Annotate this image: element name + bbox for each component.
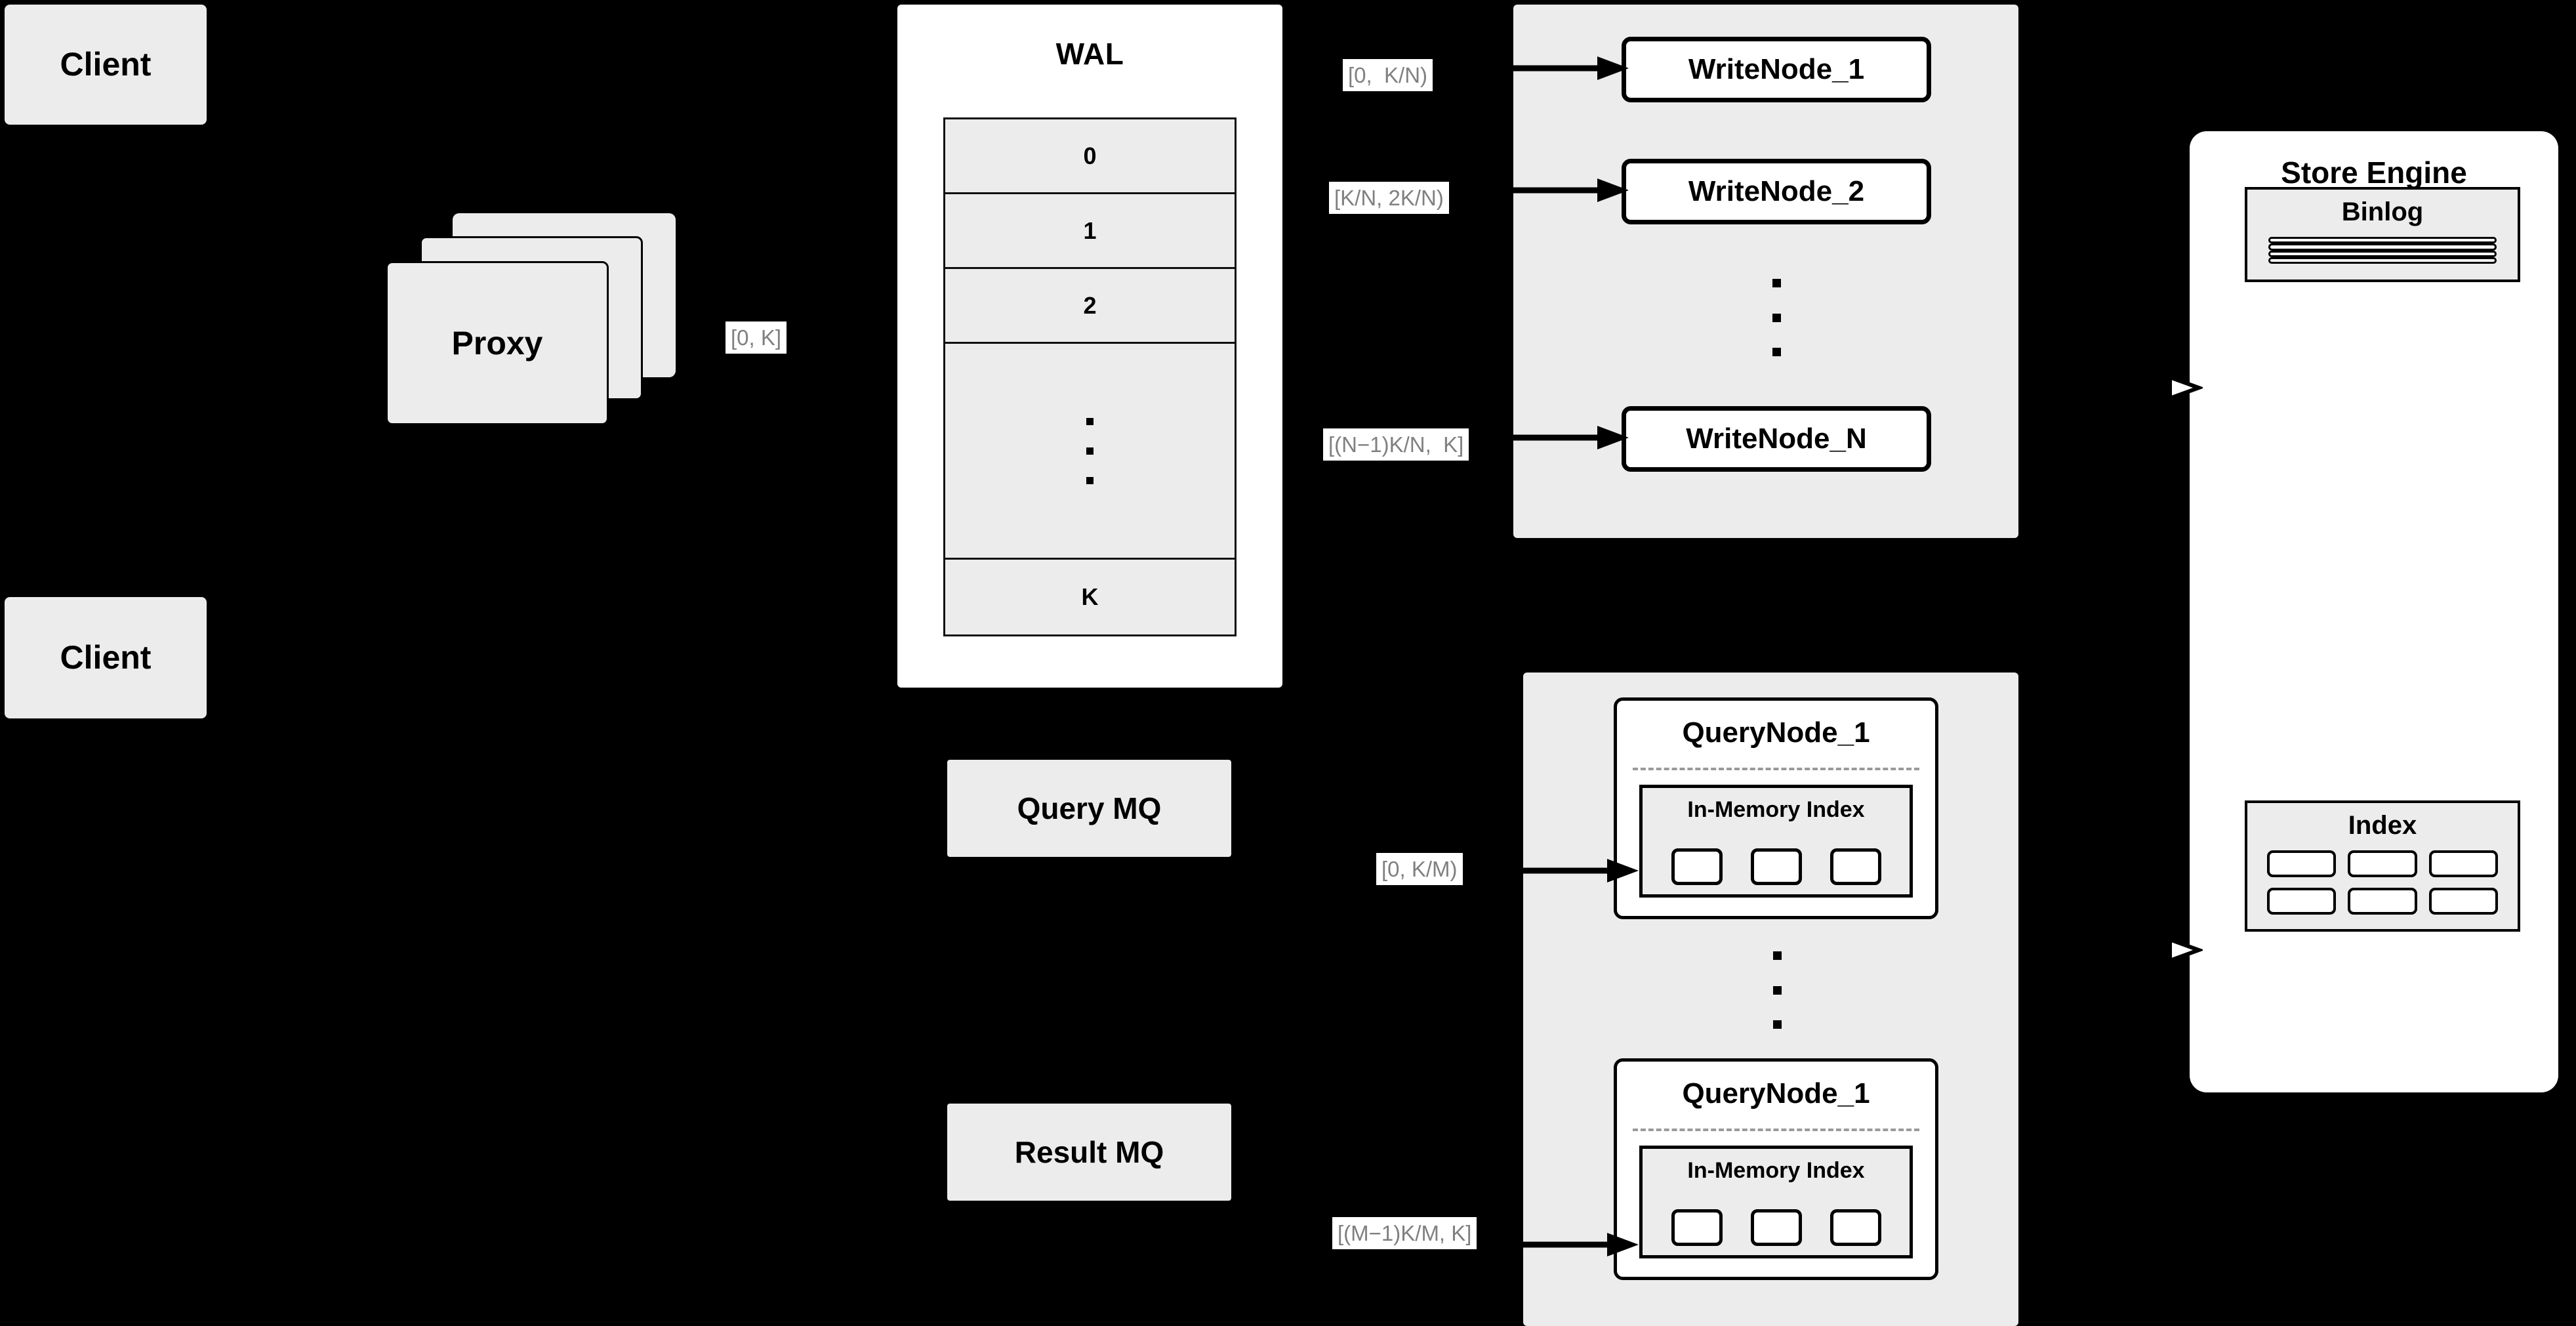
index-cell[interactable] <box>2348 850 2417 877</box>
in-memory-index-slots <box>1657 1209 1895 1246</box>
index-cells <box>2267 850 2498 915</box>
wal-row-ellipsis <box>945 344 1235 560</box>
wal-row[interactable]: 1 <box>945 194 1235 269</box>
write-range-label-2: [K/N, 2K/N) <box>1329 182 1449 215</box>
binlog-segment[interactable] <box>2268 237 2497 244</box>
store-engine-title: Store Engine <box>2281 155 2467 190</box>
binlog-segment[interactable] <box>2268 243 2497 251</box>
write-node-n[interactable]: WriteNode_N <box>1622 406 1931 472</box>
in-memory-index-box: In-Memory Index <box>1639 1146 1913 1258</box>
index-box[interactable]: Index <box>2245 800 2520 932</box>
wal-title: WAL <box>1055 37 1124 71</box>
query-nodes-ellipsis-icon <box>1771 951 1783 1029</box>
arrow-to-index <box>2137 934 2203 966</box>
wal-cell: 1 <box>1083 217 1097 244</box>
index-cell[interactable] <box>2428 850 2498 877</box>
write-node-label: WriteNode_2 <box>1688 175 1865 207</box>
client-box-2[interactable]: Client <box>5 597 207 718</box>
query-node-2[interactable]: QueryNode_1 In-Memory Index <box>1614 1058 1938 1280</box>
binlog-segments <box>2268 237 2497 264</box>
query-node-title: QueryNode_1 <box>1682 1077 1870 1109</box>
result-mq-box[interactable]: Result MQ <box>947 1104 1231 1201</box>
index-cell[interactable] <box>2267 888 2337 915</box>
arrow-to-query-node-m <box>1523 1230 1641 1259</box>
query-node-1[interactable]: QueryNode_1 In-Memory Index <box>1614 697 1938 919</box>
wal-table: 0 1 2 K <box>943 117 1237 636</box>
binlog-segment[interactable] <box>2268 250 2497 257</box>
write-node-1[interactable]: WriteNode_1 <box>1622 37 1931 102</box>
client-box-1[interactable]: Client <box>5 5 207 125</box>
store-engine-container: Store Engine Binlog Index <box>2190 131 2558 1092</box>
wal-cell: 2 <box>1083 291 1097 319</box>
wal-cell: 0 <box>1083 142 1097 169</box>
wal-container: WAL 0 1 2 K <box>897 5 1282 688</box>
query-node-divider <box>1633 1129 1919 1131</box>
in-memory-index-title: In-Memory Index <box>1687 1158 1865 1183</box>
arrow-to-binlog <box>2137 372 2203 404</box>
arrow-to-write-node-2 <box>1513 176 1631 205</box>
wal-row[interactable]: K <box>945 560 1235 634</box>
in-memory-index-box: In-Memory Index <box>1639 785 1913 898</box>
index-slot[interactable] <box>1830 1209 1881 1246</box>
result-mq-label: Result MQ <box>1014 1134 1164 1169</box>
index-cell[interactable] <box>2428 888 2498 915</box>
vertical-ellipsis-icon <box>1086 417 1094 484</box>
wal-row[interactable]: 2 <box>945 269 1235 344</box>
write-node-label: WriteNode_1 <box>1688 53 1865 85</box>
index-slot[interactable] <box>1671 848 1723 885</box>
write-nodes-ellipsis-icon <box>1770 279 1782 356</box>
query-node-divider <box>1633 768 1919 770</box>
query-node-title: QueryNode_1 <box>1682 716 1870 749</box>
query-range-label-1: [0, K/M) <box>1376 853 1463 886</box>
in-memory-index-title: In-Memory Index <box>1687 797 1865 822</box>
query-range-label-m: [(M−1)K/M, K] <box>1332 1217 1477 1250</box>
index-slot[interactable] <box>1750 848 1802 885</box>
write-range-label-1: [0, K/N) <box>1343 59 1433 92</box>
binlog-title: Binlog <box>2341 197 2424 226</box>
wal-row[interactable]: 0 <box>945 119 1235 194</box>
in-memory-index-slots <box>1657 848 1895 885</box>
arrow-to-write-node-n <box>1513 423 1631 452</box>
write-node-label: WriteNode_N <box>1686 423 1867 455</box>
write-node-2[interactable]: WriteNode_2 <box>1622 159 1931 224</box>
proxy-box[interactable]: Proxy <box>386 261 609 425</box>
proxy-label: Proxy <box>451 324 543 362</box>
wal-cell: K <box>1081 583 1099 610</box>
index-cell[interactable] <box>2267 850 2337 877</box>
query-mq-label: Query MQ <box>1017 791 1162 825</box>
arrow-to-write-node-1 <box>1513 54 1631 83</box>
index-title: Index <box>2348 811 2417 840</box>
proxy-range-label: [0, K] <box>726 321 787 354</box>
index-slot[interactable] <box>1671 1209 1723 1246</box>
query-nodes-panel: QueryNode_1 In-Memory Index QueryNode_1 … <box>1523 673 2018 1326</box>
client-label: Client <box>60 46 152 83</box>
write-nodes-panel: WriteNode_1 WriteNode_2 WriteNode_N <box>1513 5 2018 538</box>
binlog-segment[interactable] <box>2268 257 2497 264</box>
binlog-box[interactable]: Binlog <box>2245 187 2520 282</box>
index-slot[interactable] <box>1750 1209 1802 1246</box>
write-range-label-n: [(N−1)K/N, K] <box>1323 428 1469 461</box>
query-mq-box[interactable]: Query MQ <box>947 760 1231 857</box>
arrow-to-query-node-1 <box>1523 856 1641 885</box>
index-cell[interactable] <box>2348 888 2417 915</box>
client-label: Client <box>60 639 152 676</box>
index-slot[interactable] <box>1830 848 1881 885</box>
